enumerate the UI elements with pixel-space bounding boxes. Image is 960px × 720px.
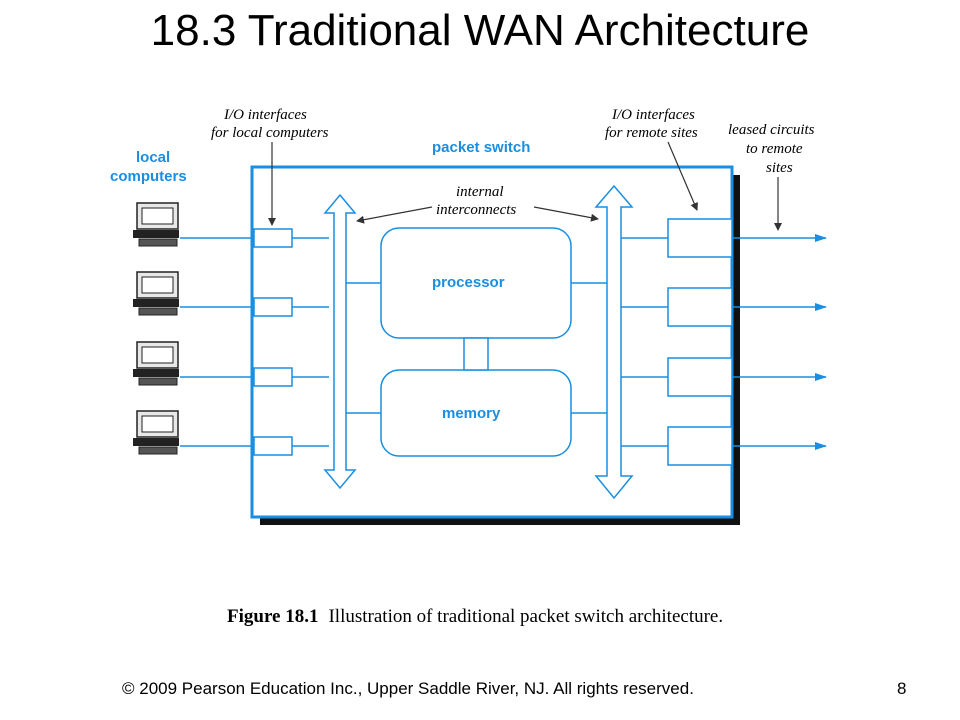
- processor-label: processor: [432, 274, 505, 291]
- computer-icon-3: [133, 341, 179, 386]
- figure-number: Figure 18.1: [227, 606, 319, 627]
- io-remote-label-line2: for remote sites: [605, 125, 698, 141]
- packet-switch-box: [250, 165, 734, 519]
- copyright-footer: © 2009 Pearson Education Inc., Upper Sad…: [122, 679, 694, 698]
- io-local-label-line1: I/O interfaces: [223, 107, 307, 123]
- internal-label-line1: internal: [456, 184, 504, 200]
- page-number: 8: [897, 679, 907, 698]
- packet-switch-label: packet switch: [432, 139, 530, 156]
- leased-label-line3: sites: [766, 160, 793, 176]
- figure-caption-text: Illustration of traditional packet switc…: [328, 606, 724, 627]
- remote-interface-bus-links: [621, 237, 668, 447]
- local-io-interfaces: [253, 228, 293, 456]
- slide-title: 18.3 Traditional WAN Architecture: [150, 6, 810, 55]
- computer-icon-4: [133, 410, 179, 455]
- local-computers-label-line2: computers: [110, 168, 187, 185]
- figure-caption: Figure 18.1 Illustration of traditional p…: [227, 606, 723, 628]
- io-remote-label-line1: I/O interfaces: [611, 107, 695, 123]
- local-links: [180, 237, 254, 447]
- processor-memory-link: [463, 337, 489, 371]
- right-interconnect-bus: [594, 184, 634, 500]
- local-computers-label-line1: local: [136, 149, 170, 166]
- leased-label-line1: leased circuits: [728, 122, 815, 138]
- leased-label-line2: to remote: [746, 141, 803, 157]
- memory-label: memory: [442, 405, 501, 422]
- computer-icon-2: [133, 271, 179, 316]
- io-local-label-line2: for local computers: [211, 125, 329, 141]
- bus-core-links: [346, 282, 607, 414]
- local-interface-bus-links: [292, 237, 329, 447]
- computer-icon-1: [133, 202, 179, 247]
- leased-circuits: [732, 234, 827, 450]
- left-interconnect-bus: [323, 193, 357, 490]
- remote-io-interfaces: [667, 218, 733, 466]
- internal-label-line2: interconnects: [436, 202, 516, 218]
- annotation-arrows: [268, 141, 782, 231]
